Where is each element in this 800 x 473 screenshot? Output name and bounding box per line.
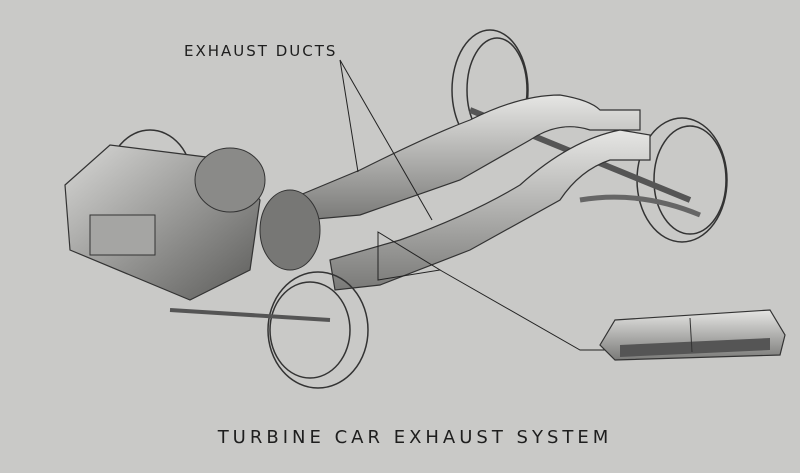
- callout-lines: [339, 59, 610, 351]
- front-suspension: [169, 308, 331, 322]
- exhaust-duct-upper: [299, 94, 641, 221]
- figure-caption: TURBINE CAR EXHAUST SYSTEM: [217, 427, 613, 448]
- leaf-spring: [579, 194, 701, 218]
- exhaust-ducts-callout-label: EXHAUST DUCTS: [184, 42, 338, 60]
- front-right-wheel: [267, 271, 369, 389]
- turbine-engine: [64, 144, 321, 301]
- exhaust-duct-lower: [329, 129, 651, 291]
- battery: [89, 214, 156, 256]
- duct-cross-section: [599, 309, 786, 361]
